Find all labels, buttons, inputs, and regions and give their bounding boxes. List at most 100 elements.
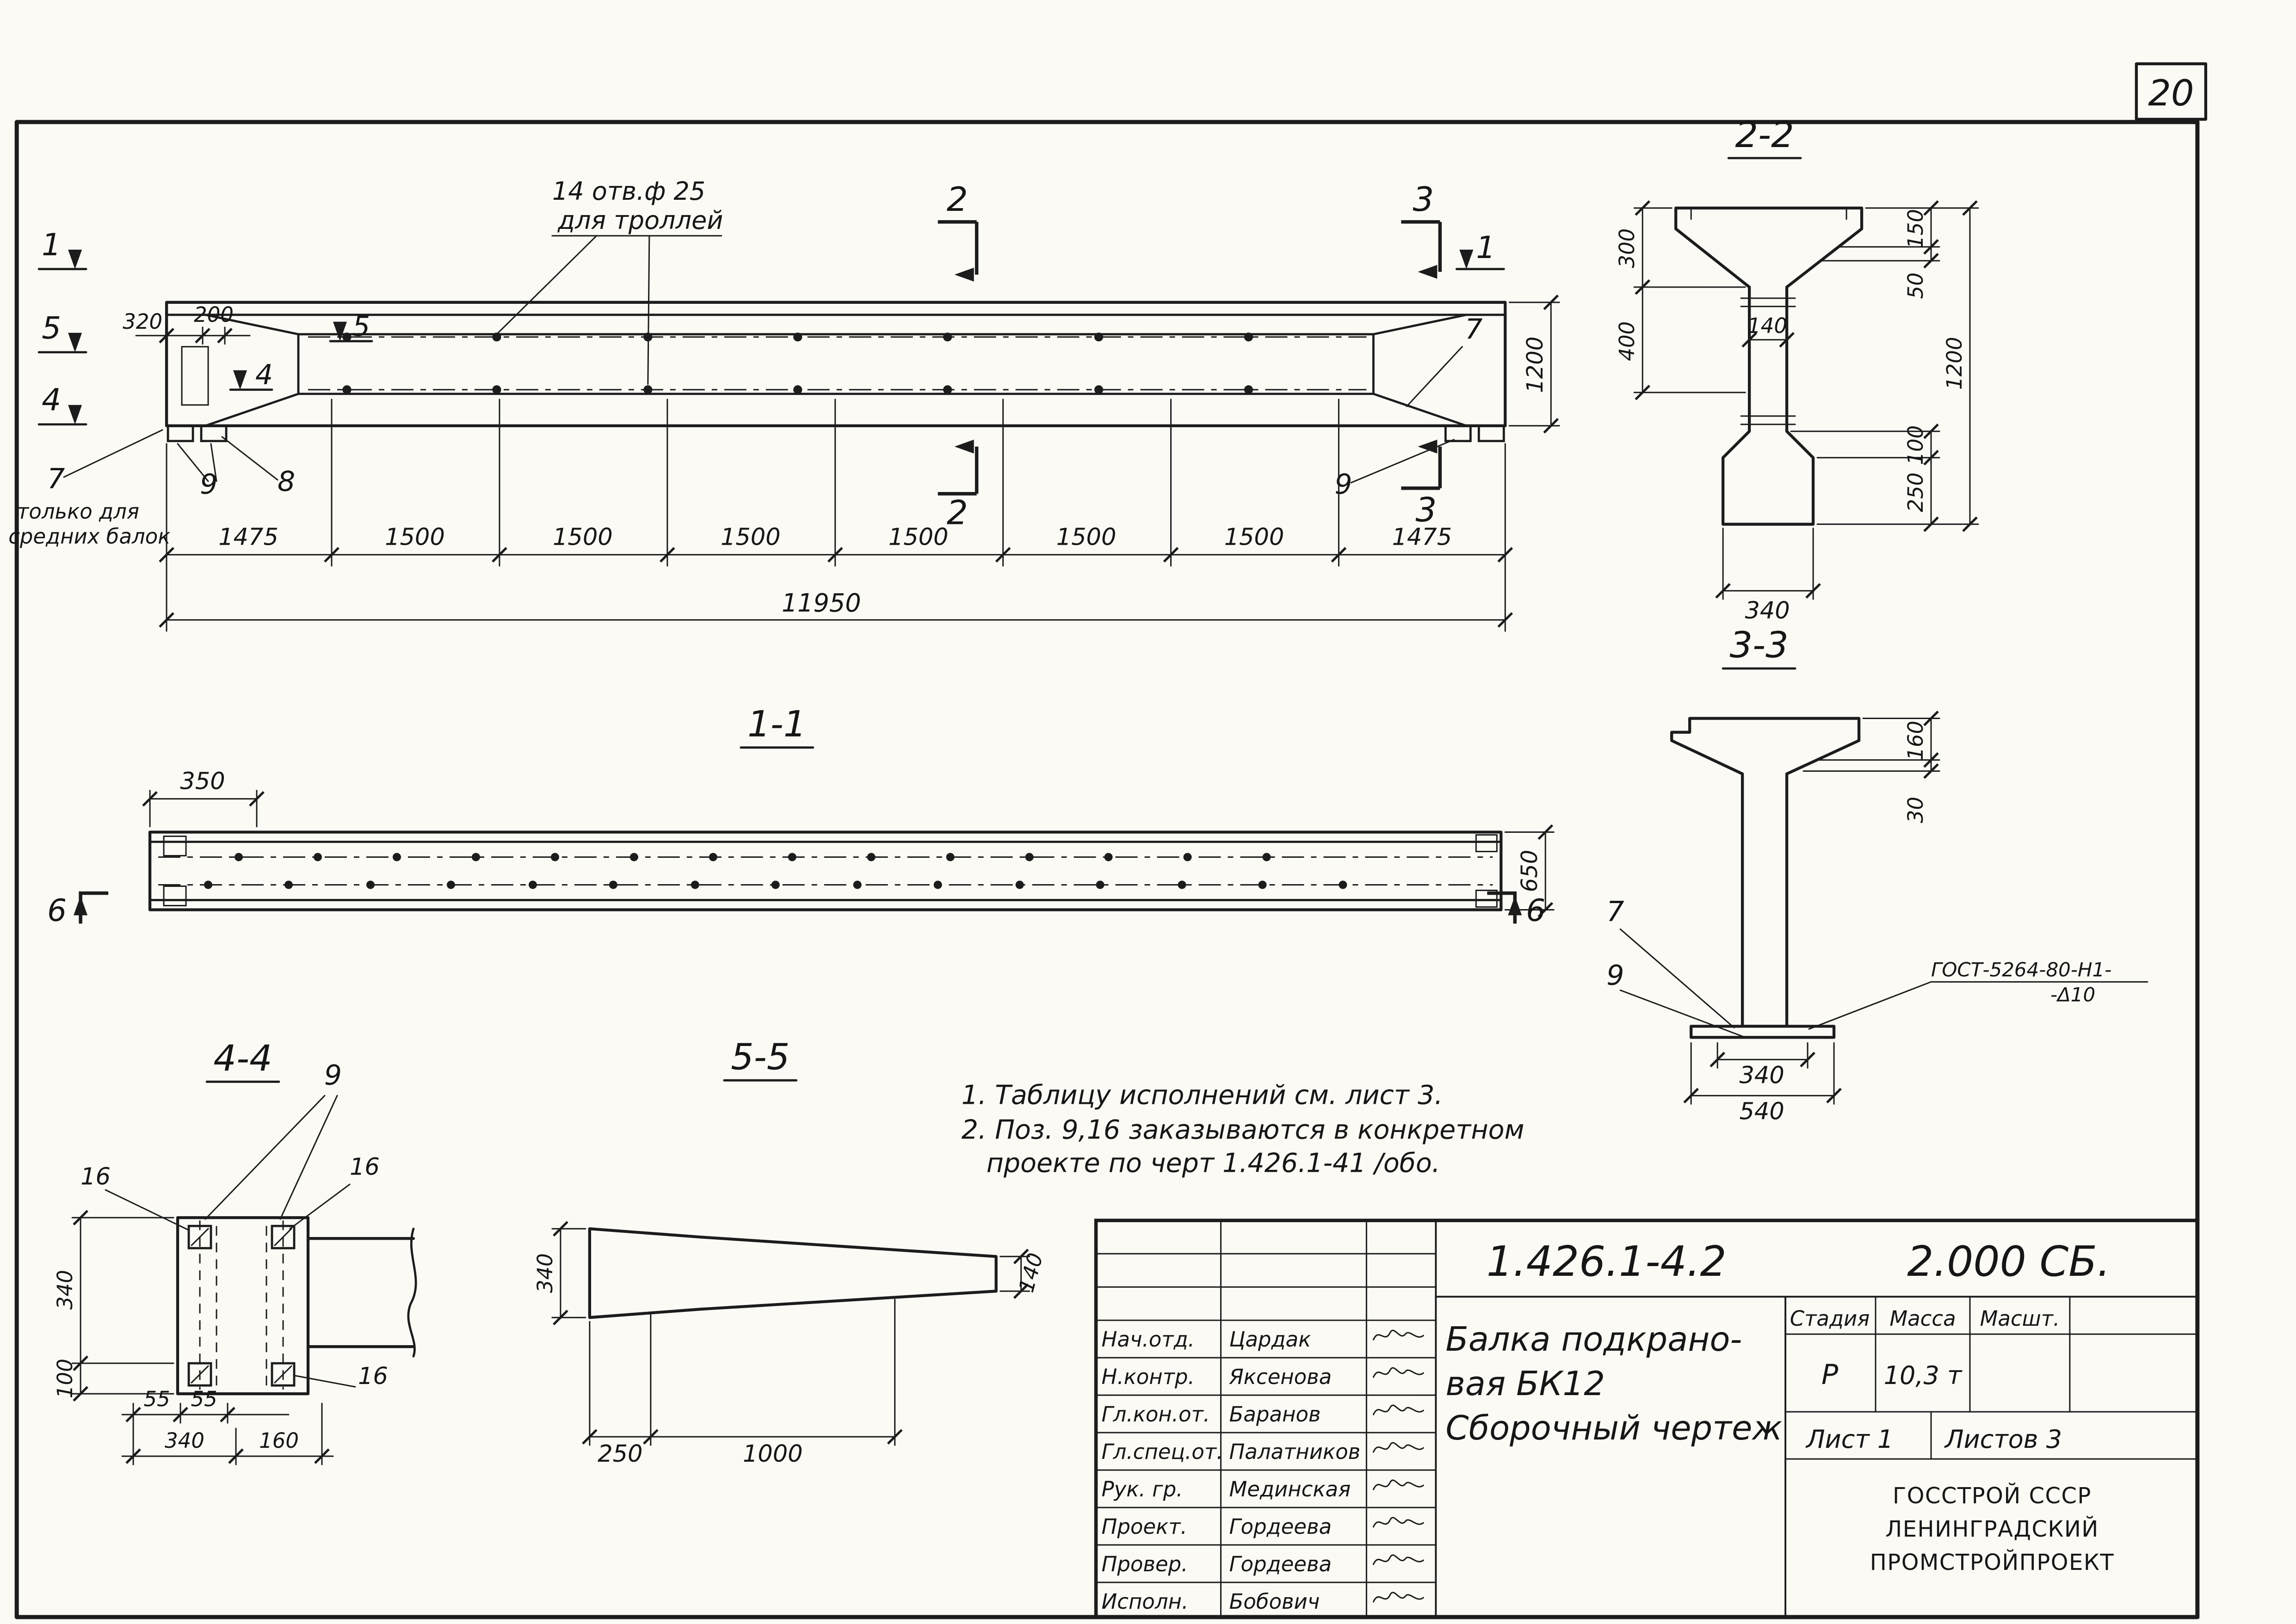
person-name: Гордеева [1229, 1552, 1332, 1576]
note-line1: 1. Таблицу исполнений см. лист 3. [962, 1080, 1443, 1110]
callout-7-section3: 7 [1606, 895, 1735, 1028]
svg-text:3: 3 [1415, 491, 1437, 529]
section-marker-4-beam: 4 [229, 359, 273, 391]
org-line1: ГОССТРОЙ СССР [1893, 1483, 2092, 1509]
role-label: Н.контр. [1102, 1365, 1195, 1389]
anchor-bolts [187, 1224, 296, 1387]
svg-text:100: 100 [1903, 425, 1928, 465]
svg-text:5: 5 [42, 310, 61, 346]
svg-text:340: 340 [165, 1428, 204, 1453]
svg-text:160: 160 [259, 1428, 299, 1453]
section-cut-arrow [68, 332, 82, 352]
svg-text:1500: 1500 [1224, 524, 1284, 551]
person-name: Цардак [1229, 1327, 1311, 1352]
svg-text:-Δ10: -Δ10 [2050, 983, 2095, 1006]
svg-text:1500: 1500 [1056, 524, 1117, 551]
sheet-counters: Лист 1 Листов 3 [1784, 1411, 2198, 1460]
svg-text:2: 2 [947, 180, 968, 219]
section-2-2-view: 2-2 300 400 [1615, 114, 1979, 625]
main-elevation-view: 14 отв.ф 25 для троллей 1 5 4 5 [8, 177, 1560, 632]
role-label: Проект. [1102, 1514, 1187, 1539]
svg-text:300: 300 [1615, 228, 1639, 268]
section-cut-arrow [1508, 896, 1522, 916]
dim-650: 650 [1504, 825, 1555, 917]
person-name: Мединская [1229, 1477, 1351, 1501]
svg-text:9: 9 [1606, 959, 1624, 991]
dim-320: 320 [123, 309, 162, 334]
callout-16-top-right: 16 [289, 1153, 380, 1230]
section-marker-6-left: 6 [47, 891, 109, 928]
section-cut-arrow [954, 439, 974, 454]
svg-text:4: 4 [255, 359, 273, 391]
callout-9-right: 9 [1334, 439, 1455, 501]
scale-header: Масшт. [1980, 1306, 2060, 1331]
svg-text:16: 16 [350, 1153, 380, 1181]
svg-text:55: 55 [191, 1387, 217, 1411]
trolley-note-line1: 14 отв.ф 25 [552, 177, 705, 206]
svg-text:250: 250 [1903, 473, 1928, 512]
callout-9-left: 9 [177, 443, 217, 501]
svg-text:1475: 1475 [1392, 524, 1452, 551]
svg-text:1000: 1000 [743, 1440, 803, 1468]
svg-text:55: 55 [143, 1387, 170, 1411]
dim-350: 350 [143, 768, 264, 827]
svg-text:1500: 1500 [553, 524, 613, 551]
section-3-3-view: 3-3 160 30 340 540 7 9 [1606, 625, 2148, 1125]
svg-text:340: 340 [53, 1270, 77, 1310]
svg-text:6: 6 [1526, 892, 1545, 928]
weld-gost-label: ГОСТ-5264-80-Н1- -Δ10 [1808, 958, 2148, 1030]
end-slot [181, 346, 209, 406]
svg-text:340: 340 [1745, 597, 1790, 625]
person-name: Палатников [1229, 1439, 1360, 1464]
person-name: Яксенова [1228, 1365, 1332, 1389]
doc-number: 1.426.1-4.2 [1487, 1237, 1727, 1286]
section-marker-3-top: 3 [1401, 180, 1442, 279]
notes-block: 1. Таблицу исполнений см. лист 3. 2. Поз… [962, 1080, 1524, 1178]
organization-block: ГОССТРОЙ СССР ЛЕНИНГРАДСКИЙ ПРОМСТРОЙПРО… [1870, 1483, 2114, 1575]
section-marker-5-beam: 5 [329, 310, 373, 343]
section-1-1-title: 1-1 [747, 704, 806, 745]
role-label: Гл.кон.от. [1102, 1402, 1210, 1427]
only-note-line1: только для [17, 499, 139, 524]
section-marker-2-bottom: 2 [938, 439, 979, 532]
title-block: Нач.отд. Цардак Н.контр. Яксенова Гл.кон… [1094, 1218, 2199, 1619]
role-label: Исполн. [1102, 1589, 1189, 1614]
role-label: Провер. [1102, 1552, 1188, 1576]
callout-9-section4: 9 [204, 1059, 342, 1220]
svg-text:Балка подкрано-: Балка подкрано- [1445, 1320, 1742, 1359]
svg-text:340: 340 [533, 1253, 557, 1293]
section-5-5-title: 5-5 [731, 1036, 790, 1078]
svg-text:350: 350 [180, 768, 225, 795]
svg-text:30: 30 [1903, 797, 1928, 823]
trolley-note-line2: для троллей [557, 206, 723, 235]
svg-text:160: 160 [1903, 721, 1928, 761]
trolley-holes-callout: 14 отв.ф 25 для троллей [497, 177, 723, 385]
person-name: Гордеева [1229, 1514, 1332, 1539]
svg-text:Сборочный чертеж: Сборочный чертеж [1445, 1409, 1782, 1447]
page-number-box [2135, 62, 2207, 121]
svg-text:1: 1 [42, 227, 61, 263]
callout-9-section3: 9 [1606, 959, 1746, 1038]
svg-text:50: 50 [1903, 272, 1928, 299]
section-3-3-title: 3-3 [1729, 625, 1788, 666]
section-2-2-dims: 300 400 150 50 100 250 1200 140 [1615, 201, 1979, 625]
dim-chain-bottom: 1475 1500 1500 1500 1500 1500 1500 1475 … [160, 399, 1512, 632]
mass-header: Масса [1889, 1306, 1956, 1331]
trolley-holes [308, 332, 1367, 394]
section-cut-arrow [74, 896, 88, 916]
section-4-4-dims: 340 100 55 55 340 160 [53, 1211, 334, 1465]
base-plate [1690, 1025, 1836, 1039]
section-4-4-title: 4-4 [213, 1038, 272, 1079]
svg-text:2: 2 [947, 493, 968, 532]
svg-text:1200: 1200 [1942, 337, 1967, 390]
doc-code: 2.000 СБ. [1907, 1237, 2110, 1286]
org-line2: ЛЕНИНГРАДСКИЙ [1885, 1516, 2099, 1542]
callout-8: 8 [221, 436, 295, 498]
section-cut-arrow [1459, 249, 1474, 269]
section-4-4-view: 4-4 9 16 16 [53, 1038, 417, 1465]
section-cut-arrow [954, 267, 974, 282]
dim-total: 11950 [782, 589, 861, 618]
svg-text:6: 6 [47, 892, 67, 928]
section-marker-1-left: 1 [37, 227, 87, 271]
